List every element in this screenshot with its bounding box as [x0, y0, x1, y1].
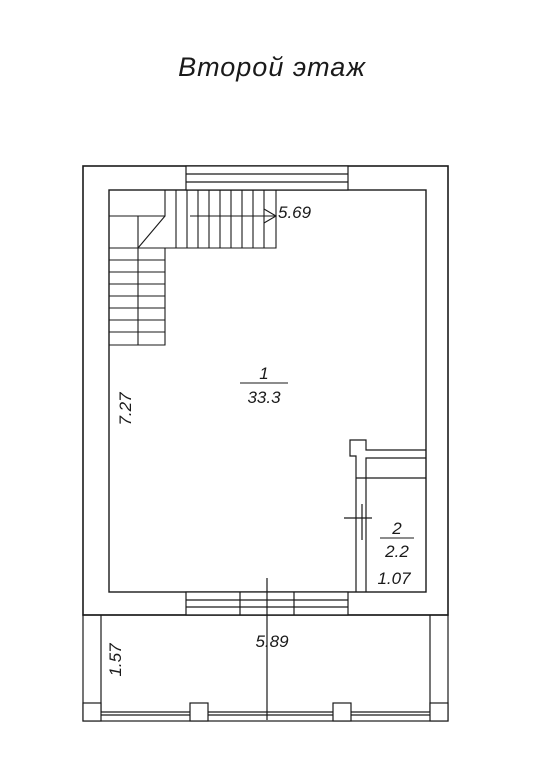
floor-title: Второй этаж — [178, 52, 366, 82]
dimension-left-height: 7.27 — [116, 392, 135, 426]
dimension-balcony-depth: 1.57 — [106, 643, 125, 677]
bottom-window — [185, 578, 349, 720]
room-2-number: 2 — [391, 519, 402, 538]
staircase — [109, 190, 278, 346]
dimension-room2-width: 1.07 — [377, 569, 411, 588]
room-1-number: 1 — [259, 364, 268, 383]
room-1-area: 33.3 — [247, 388, 281, 407]
room2-walls — [344, 439, 426, 592]
room-2-area: 2.2 — [384, 542, 409, 561]
balcony — [82, 614, 449, 722]
dimension-bottom-width: 5.89 — [255, 632, 289, 651]
room-2-label: 2 2.2 — [380, 519, 414, 561]
dimension-top-width: 5.69 — [278, 203, 312, 222]
room-1-label: 1 33.3 — [240, 364, 288, 407]
top-window — [185, 165, 349, 191]
